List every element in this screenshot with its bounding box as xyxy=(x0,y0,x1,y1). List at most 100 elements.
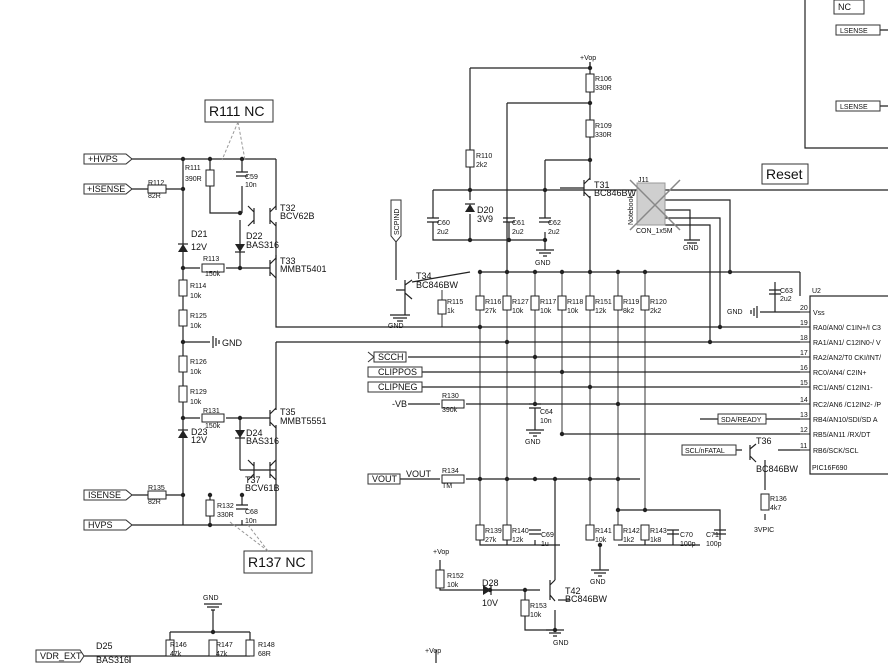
u2-pin-number: 16 xyxy=(800,365,808,372)
port-vdr-ext: VDR_EXT xyxy=(40,651,82,661)
diode-value: 12V xyxy=(191,435,207,445)
resistor-ref: R109 xyxy=(595,123,612,130)
port-vout: VOUT xyxy=(372,474,398,484)
transistor-value: MMBT5401 xyxy=(280,264,327,274)
resistor-ref: R115 xyxy=(447,299,463,306)
transistor-ref: T31 xyxy=(594,180,610,190)
u2-ref: U2 xyxy=(812,288,821,295)
capacitor-ref: C60 xyxy=(437,220,450,227)
vop-bottom: +Vop xyxy=(425,648,441,655)
resistor-ref: R127 xyxy=(512,299,529,306)
resistor-value: 12k xyxy=(595,308,607,315)
resistor-ref: R148 xyxy=(258,642,275,649)
capacitor-ref: C68 xyxy=(245,509,258,516)
capacitor-value: 2u2 xyxy=(548,229,560,236)
gnd-j11: GND xyxy=(683,245,699,252)
transistor-ref: T42 xyxy=(565,586,581,596)
resistor-value: 27k xyxy=(485,308,497,315)
u2-pin-name: RA0/AN0/ C1IN+/I C3 xyxy=(813,325,881,332)
resistor-ref: R134 xyxy=(442,468,459,475)
u2-pin-name: RC1/AN5/ C12IN1- xyxy=(813,385,873,392)
resistor-ref: R129 xyxy=(190,389,207,396)
resistor-value: 1k8 xyxy=(650,537,661,544)
resistor-ref: R110 xyxy=(476,153,492,160)
resistor-ref: R125 xyxy=(190,313,207,320)
capacitor-ref: C70 xyxy=(680,532,693,539)
callout-reset: Reset xyxy=(766,166,803,182)
resistor-ref: R146 xyxy=(170,642,187,649)
transistor-ref: T37 xyxy=(245,475,261,485)
u2-pin-name: RB6/SCK/SCL xyxy=(813,448,859,455)
u2-pin-number: 13 xyxy=(800,412,808,419)
port-clippos: CLIPPOS xyxy=(378,367,417,377)
diode-ref: D21 xyxy=(191,229,208,239)
ground-symbols xyxy=(204,239,758,637)
u2-pin-number: 14 xyxy=(800,397,808,404)
resistor-value: 2k2 xyxy=(650,308,661,315)
resistor-value: 4k7 xyxy=(770,505,781,512)
capacitor-ref: C63 xyxy=(780,288,793,295)
resistor-value: 10k xyxy=(190,369,202,376)
port-lsense-2: LSENSE xyxy=(840,104,868,111)
port-isense-plus: +ISENSE xyxy=(87,184,125,194)
port-hvps-plus: +HVPS xyxy=(88,154,118,164)
u2-body xyxy=(809,295,888,475)
resistor-ref: R126 xyxy=(190,359,207,366)
capacitor-value: 100p xyxy=(680,541,696,548)
gnd-r153: GND xyxy=(553,640,569,647)
capacitor-value: 2u2 xyxy=(780,296,792,303)
diode-value: BAS316 xyxy=(246,436,279,446)
u2-pin-number: 18 xyxy=(800,335,808,342)
capacitor-ref: C61 xyxy=(512,220,525,227)
port-scpind: SCPIND xyxy=(394,209,401,235)
port-shapes xyxy=(35,24,881,663)
transistor-value: BCV61B xyxy=(245,483,280,493)
diode-value: BAS316 xyxy=(96,655,129,663)
diode-value: 3V9 xyxy=(477,214,493,224)
resistor-value: 68R xyxy=(258,651,271,658)
transistor-value: BC846BW xyxy=(594,188,637,198)
gnd-t34: GND xyxy=(388,323,404,330)
transistor-value: MMBT5551 xyxy=(280,416,327,426)
resistor-ref: R142 xyxy=(623,528,640,535)
capacitor-value: 100p xyxy=(706,541,722,548)
capacitor-value: 2u2 xyxy=(437,229,449,236)
capacitor-symbols xyxy=(236,171,781,535)
resistor-value: 82R xyxy=(148,193,161,200)
resistor-value: 390k xyxy=(442,407,458,414)
resistor-value: 10k xyxy=(512,308,524,315)
resistor-value: 10k xyxy=(530,612,542,619)
resistor-value: 150k xyxy=(205,423,221,430)
resistor-ref: R118 xyxy=(567,299,583,306)
u2-pin-name: RC2/AN6 /C12IN2- /P xyxy=(813,402,881,409)
transistor-value: BCV62B xyxy=(280,211,315,221)
callout-r137-nc: R137 NC xyxy=(248,554,306,570)
u2-pin-name: RA2/AN2/T0 CKI/INT/ xyxy=(813,355,881,362)
resistor-value: 27k xyxy=(485,537,497,544)
transistor-ref: T33 xyxy=(280,256,296,266)
resistor-ref: R140 xyxy=(512,528,529,535)
resistor-value: 47k xyxy=(170,651,182,658)
diode-ref: D20 xyxy=(477,205,494,215)
transistor-ref: T34 xyxy=(416,271,432,281)
u2-pin-number: 11 xyxy=(800,443,807,450)
capacitor-value: 10n xyxy=(245,518,257,525)
resistor-ref: R114 xyxy=(190,283,206,290)
gnd-bottom: GND xyxy=(203,595,219,602)
gnd-mid: GND xyxy=(222,338,243,348)
transistor-ref: T32 xyxy=(280,203,296,213)
transistor-ref: T35 xyxy=(280,407,296,417)
resistor-value: 330R xyxy=(217,512,234,519)
resistor-value: 8k2 xyxy=(623,308,634,315)
resistor-ref: R151 xyxy=(595,299,612,306)
resistor-ref: R106 xyxy=(595,76,612,83)
port-isense: ISENSE xyxy=(88,490,121,500)
u2-pin-number: 17 xyxy=(800,350,808,357)
connector-side: Notebook xyxy=(628,195,635,225)
resistor-value: 10k xyxy=(567,308,579,315)
capacitor-ref: C69 xyxy=(541,532,554,539)
resistor-ref: R143 xyxy=(650,528,667,535)
diode-ref: D24 xyxy=(246,428,263,438)
